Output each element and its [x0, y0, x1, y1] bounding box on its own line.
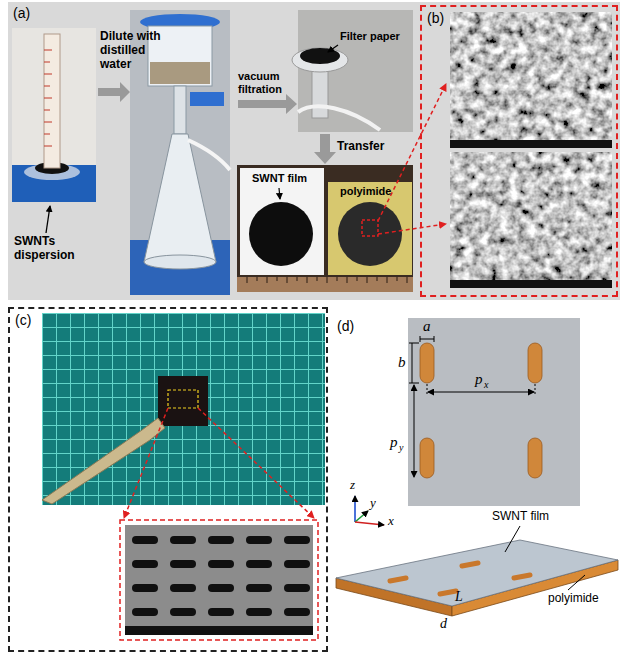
leader-line [505, 526, 520, 552]
panel-letter: (c) [15, 312, 321, 328]
dimension-label: L [455, 589, 463, 605]
axis-label: x [388, 514, 394, 529]
panel-frame: (b) [420, 5, 618, 297]
zoom-arrow [378, 224, 446, 234]
part-label: Filter paper [340, 30, 400, 43]
cylinder-photo [12, 28, 96, 202]
process-arrow [98, 82, 130, 102]
slab-3d [336, 540, 618, 616]
leader-line [46, 206, 50, 233]
panel-ground [8, 2, 620, 300]
zoom-arrow [198, 408, 314, 518]
axis-label: z [350, 478, 355, 493]
panel-letter: (b) [427, 10, 611, 26]
axis-label: y [370, 496, 376, 511]
dimension-subscript: y [399, 442, 403, 454]
part-label: SWNT film [252, 172, 307, 185]
sem-inset [120, 520, 318, 640]
sample-photo [42, 313, 325, 505]
process-arrow [238, 94, 297, 114]
dimension-label: d [440, 616, 447, 632]
unit-cell [408, 318, 580, 506]
film-photo [237, 165, 413, 292]
leader-line [328, 45, 338, 52]
panel-letter: (a) [13, 5, 413, 21]
dimension-label: p [390, 434, 398, 451]
leader-line [568, 575, 585, 590]
dimension-label: a [423, 318, 431, 335]
leader-line [279, 188, 280, 199]
dimension-subscript: x [484, 379, 488, 391]
dimension-label: b [398, 354, 406, 371]
filter-photo [292, 10, 413, 132]
step-label: Transfer [337, 140, 384, 154]
dimension-lines [409, 336, 535, 477]
panel-letter: (d) [337, 318, 354, 334]
zoom-arrow [378, 84, 446, 221]
part-label: SWNT film [492, 510, 549, 524]
part-label: SWNTs dispersion [14, 235, 96, 263]
process-arrow [314, 134, 336, 164]
step-label: Dilute with distilled water [100, 30, 180, 71]
step-label: vacuum filtration [238, 70, 300, 95]
part-label: polyimide [548, 592, 599, 606]
axis-triad [355, 496, 384, 525]
zoom-arrow [124, 408, 168, 518]
part-label: polyimide [340, 185, 391, 198]
dimension-label: p [475, 371, 483, 388]
sem-image [450, 12, 612, 288]
panel-frame: (c) [8, 307, 328, 652]
